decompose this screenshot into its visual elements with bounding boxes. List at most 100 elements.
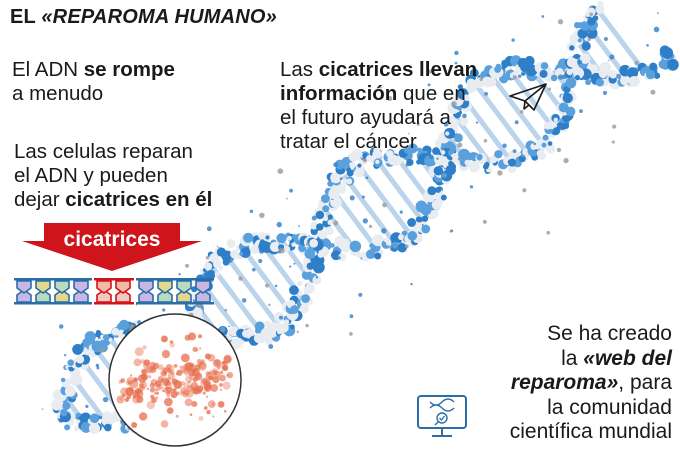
helix-strand-bead bbox=[468, 151, 478, 161]
helix-strand-bead bbox=[214, 257, 221, 264]
helix-strand-bead bbox=[307, 282, 313, 288]
helix-strand-bead bbox=[595, 4, 605, 15]
helix-strand-bead bbox=[547, 141, 553, 146]
helix-particle bbox=[657, 12, 659, 14]
helix-particle bbox=[497, 170, 503, 176]
helix-particle bbox=[519, 110, 524, 114]
helix-strand-bead bbox=[64, 424, 71, 431]
helix-particle bbox=[556, 147, 562, 153]
helix-particle bbox=[286, 197, 288, 200]
helix-particle bbox=[258, 248, 265, 254]
helix-strand-bead bbox=[469, 68, 479, 78]
scar-arrow bbox=[22, 223, 202, 271]
helix-strand-bead bbox=[464, 159, 472, 167]
helix-strand-bead bbox=[541, 142, 547, 148]
helix-strand-bead bbox=[316, 223, 324, 231]
helix-particle bbox=[502, 143, 507, 148]
helix-particle bbox=[579, 109, 583, 113]
helix-particle bbox=[484, 162, 490, 168]
paper-plane-icon bbox=[509, 83, 547, 111]
helix-strand-bead bbox=[562, 122, 570, 129]
helix-particle bbox=[349, 331, 353, 336]
helix-strand-bead bbox=[616, 73, 622, 79]
helix-strand-bead bbox=[574, 74, 581, 81]
helix-strand-bead bbox=[95, 329, 101, 336]
dna-sequence-strip bbox=[14, 278, 214, 305]
helix-rung bbox=[473, 82, 532, 158]
helix-strand-bead bbox=[658, 59, 668, 69]
helix-strand-bead bbox=[550, 74, 558, 82]
helix-strand-bead bbox=[330, 243, 335, 248]
helix-strand-bead bbox=[320, 194, 330, 204]
helix-strand-bead bbox=[290, 305, 299, 314]
helix-strand-bead bbox=[666, 58, 679, 71]
helix-strand-bead bbox=[219, 326, 226, 333]
helix-strand-bead bbox=[204, 262, 213, 271]
helix-particle bbox=[95, 363, 100, 368]
helix-strand-bead bbox=[407, 231, 418, 241]
helix-strand-bead bbox=[270, 321, 279, 330]
helix-strand-bead bbox=[432, 147, 440, 156]
cells-repair-text: Las celulas reparan el ADN y pueden deja… bbox=[14, 140, 213, 211]
helix-particle bbox=[185, 263, 190, 268]
helix-particle bbox=[558, 74, 564, 80]
helix-particle bbox=[96, 366, 100, 370]
helix-strand-bead bbox=[331, 184, 340, 193]
helix-strand-bead bbox=[457, 84, 463, 90]
helix-strand-bead bbox=[407, 143, 418, 154]
helix-strand-bead bbox=[279, 322, 289, 333]
helix-strand-bead bbox=[118, 319, 130, 331]
helix-strand-bead bbox=[558, 102, 569, 113]
helix-strand-bead bbox=[349, 162, 355, 167]
helix-strand-bead bbox=[525, 64, 538, 77]
helix-particle bbox=[289, 188, 293, 193]
magnified-scar-circle bbox=[108, 313, 242, 447]
helix-strand-bead bbox=[339, 182, 346, 189]
helix-strand-bead bbox=[507, 164, 517, 174]
helix-particle bbox=[197, 303, 202, 309]
helix-strand-bead bbox=[230, 249, 239, 259]
helix-strand-bead bbox=[239, 339, 245, 345]
helix-particle bbox=[421, 223, 424, 226]
helix-strand-bead bbox=[346, 178, 353, 185]
helix-strand-bead bbox=[88, 422, 101, 435]
helix-strand-bead bbox=[322, 205, 330, 213]
helix-strand-bead bbox=[325, 226, 334, 236]
helix-particle bbox=[289, 265, 292, 268]
helix-strand-bead bbox=[421, 224, 431, 234]
helix-particle bbox=[458, 158, 462, 162]
helix-strand-bead bbox=[214, 271, 220, 277]
helix-strand-bead bbox=[587, 17, 596, 26]
helix-strand-bead bbox=[569, 45, 575, 51]
helix-strand-bead bbox=[191, 307, 203, 319]
helix-strand-bead bbox=[454, 133, 463, 143]
helix-particle bbox=[460, 106, 462, 109]
helix-strand-bead bbox=[108, 337, 113, 342]
helix-particle bbox=[611, 140, 615, 144]
helix-strand-bead bbox=[243, 232, 254, 243]
helix-strand-bead bbox=[540, 62, 549, 70]
helix-strand-bead bbox=[537, 151, 546, 160]
helix-strand-bead bbox=[391, 241, 399, 249]
helix-strand-bead bbox=[283, 245, 291, 252]
helix-particle bbox=[469, 185, 474, 189]
helix-rung bbox=[577, 43, 605, 77]
helix-particle bbox=[479, 77, 483, 82]
helix-particle bbox=[428, 154, 434, 160]
helix-particle bbox=[277, 168, 284, 174]
helix-particle bbox=[339, 177, 343, 181]
helix-particle bbox=[454, 50, 459, 56]
helix-strand-bead bbox=[415, 216, 422, 223]
helix-particle bbox=[41, 408, 44, 411]
arrow-label: cicatrices bbox=[63, 228, 161, 251]
helix-particle bbox=[293, 262, 296, 265]
helix-strand-bead bbox=[357, 163, 362, 168]
helix-strand-bead bbox=[417, 147, 423, 153]
helix-strand-bead bbox=[287, 235, 292, 241]
helix-particle bbox=[296, 330, 299, 333]
helix-strand-bead bbox=[338, 253, 347, 262]
helix-strand-bead bbox=[67, 359, 74, 366]
helix-strand-bead bbox=[289, 285, 299, 295]
helix-particle bbox=[206, 226, 212, 232]
